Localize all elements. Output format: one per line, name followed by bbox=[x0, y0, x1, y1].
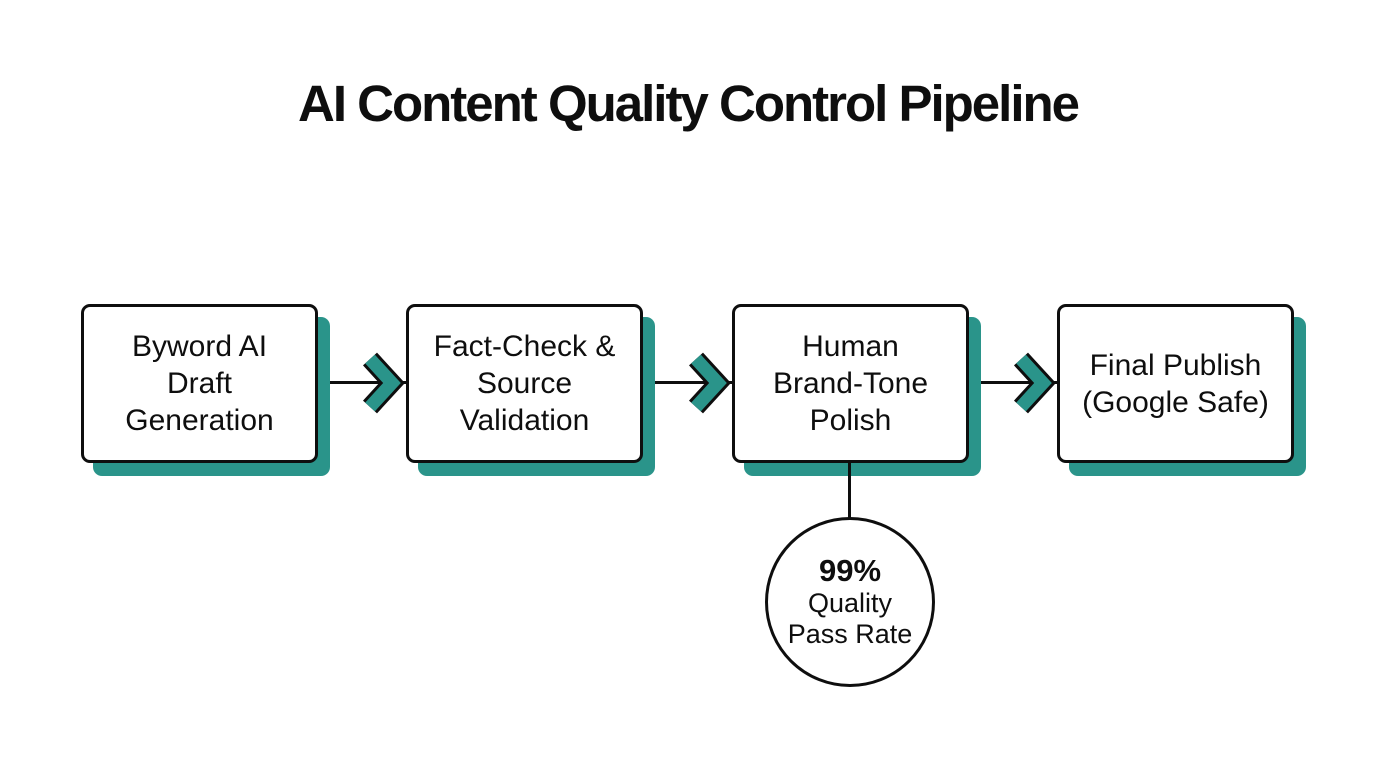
step-label-line: Final Publish bbox=[1089, 348, 1262, 382]
chevron-right-icon bbox=[1013, 352, 1056, 414]
step-label-line: (Google Safe) bbox=[1082, 385, 1269, 419]
step-label-line: Fact-Check & bbox=[433, 330, 616, 363]
chevron-right-icon bbox=[688, 352, 731, 414]
step-box-brand-tone-polish: Human Brand-Tone Polish bbox=[732, 304, 969, 463]
badge-label-line: Pass Rate bbox=[787, 619, 913, 649]
chevron-right-icon bbox=[362, 352, 405, 414]
step-label-line: Source bbox=[476, 367, 573, 400]
badge-connector-line bbox=[848, 461, 851, 521]
step-label-line: Byword AI bbox=[131, 330, 268, 363]
step-label-line: Polish bbox=[809, 404, 892, 437]
step-label-line: Draft bbox=[166, 367, 232, 400]
page-title: AI Content Quality Control Pipeline bbox=[297, 75, 1080, 132]
step-label-line: Brand-Tone bbox=[772, 367, 929, 400]
step-box-draft-generation: Byword AI Draft Generation bbox=[81, 304, 318, 463]
arrow-line bbox=[967, 381, 1059, 384]
step-box-fact-check: Fact-Check & Source Validation bbox=[406, 304, 643, 463]
badge-value: 99% bbox=[818, 553, 882, 588]
badge-label-line: Quality bbox=[807, 588, 893, 618]
step-label-line: Generation bbox=[125, 404, 274, 437]
step-label-line: Human bbox=[802, 330, 899, 363]
arrow-line bbox=[641, 381, 734, 384]
step-label-line: Validation bbox=[459, 404, 590, 437]
arrow-line bbox=[316, 381, 408, 384]
step-box-final-publish: Final Publish (Google Safe) bbox=[1057, 304, 1294, 463]
quality-pass-rate-badge: 99% Quality Pass Rate bbox=[765, 517, 935, 687]
